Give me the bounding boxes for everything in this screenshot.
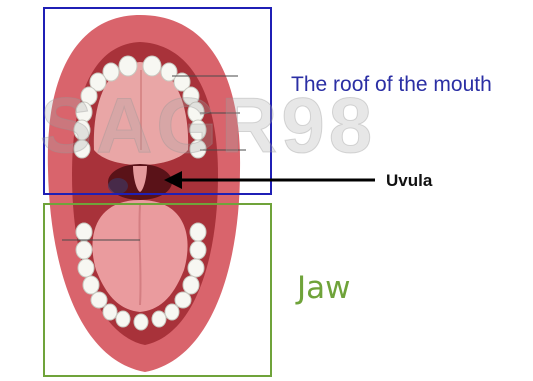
jaw-label: Jaw xyxy=(297,270,351,306)
tongue-groove xyxy=(139,205,140,305)
throat-shadow xyxy=(108,178,128,194)
uvula-label: Uvula xyxy=(386,171,432,191)
roof-label: The roof of the mouth xyxy=(291,73,492,97)
